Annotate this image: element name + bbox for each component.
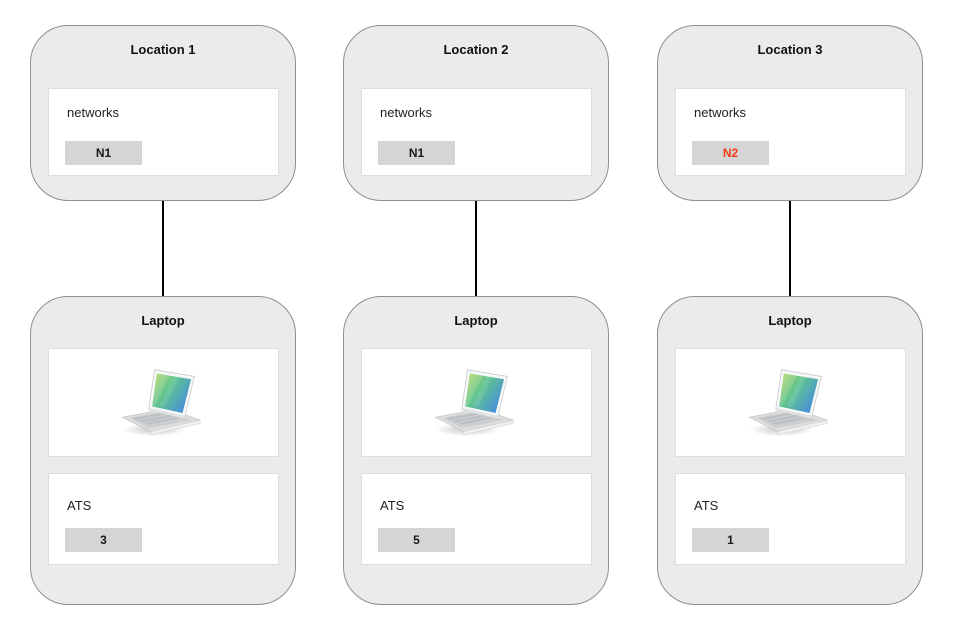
node-title: Laptop [454, 313, 498, 328]
ats-panel: ATS 3 [48, 473, 279, 565]
laptop-image-panel [48, 348, 279, 457]
location-node-2[interactable]: Location 2 networks N1 [343, 25, 609, 201]
ats-panel: ATS 1 [675, 473, 906, 565]
networks-label: networks [380, 105, 433, 120]
laptop-icon [120, 368, 201, 436]
ats-badge[interactable]: 5 [378, 528, 455, 552]
connector-line-1 [162, 201, 164, 296]
node-title: Laptop [141, 313, 185, 328]
network-badge[interactable]: N2 [692, 141, 769, 165]
laptop-node-3[interactable]: Laptop ATS 1 [657, 296, 923, 605]
ats-badge[interactable]: 1 [692, 528, 769, 552]
laptop-node-2[interactable]: Laptop ATS 5 [343, 296, 609, 605]
networks-panel: networks N1 [361, 88, 592, 176]
node-title: Location 1 [130, 42, 196, 57]
node-title: Location 2 [443, 42, 509, 57]
network-badge[interactable]: N1 [378, 141, 455, 165]
laptop-image-panel [361, 348, 592, 457]
location-node-3[interactable]: Location 3 networks N2 [657, 25, 923, 201]
network-badge[interactable]: N1 [65, 141, 142, 165]
laptop-icon [433, 368, 514, 436]
laptop-icon [747, 368, 828, 436]
networks-label: networks [694, 105, 747, 120]
location-node-1[interactable]: Location 1 networks N1 [30, 25, 296, 201]
ats-label: ATS [67, 498, 92, 513]
node-title: Location 3 [757, 42, 823, 57]
connector-line-3 [789, 201, 791, 296]
node-title: Laptop [768, 313, 812, 328]
ats-panel: ATS 5 [361, 473, 592, 565]
connector-line-2 [475, 201, 477, 296]
networks-label: networks [67, 105, 120, 120]
networks-panel: networks N2 [675, 88, 906, 176]
laptop-image-panel [675, 348, 906, 457]
ats-badge[interactable]: 3 [65, 528, 142, 552]
ats-label: ATS [694, 498, 719, 513]
laptop-node-1[interactable]: Laptop ATS 3 [30, 296, 296, 605]
networks-panel: networks N1 [48, 88, 279, 176]
ats-label: ATS [380, 498, 405, 513]
